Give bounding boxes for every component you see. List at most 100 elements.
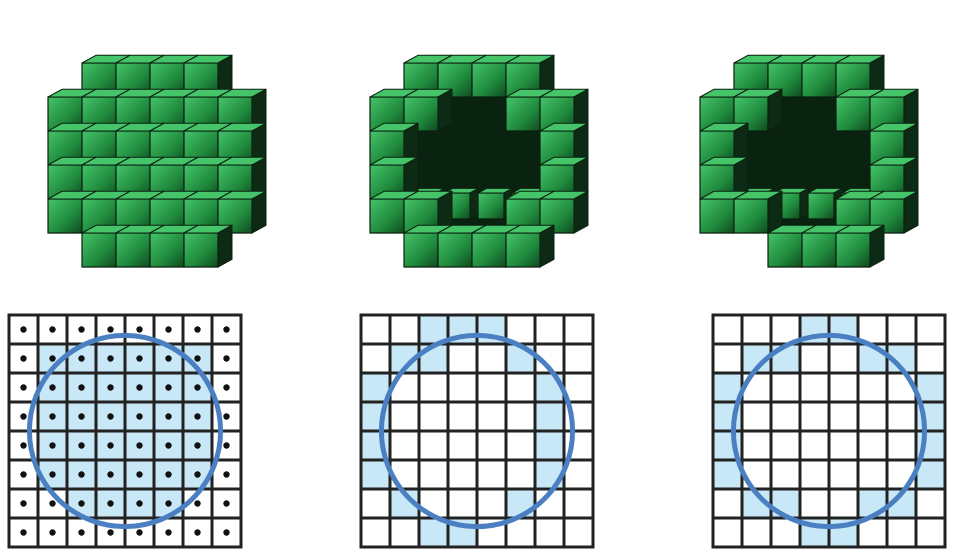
sample-dot	[107, 355, 114, 362]
voxel-cube	[539, 156, 589, 200]
sample-dot	[223, 384, 230, 391]
sample-dot	[194, 442, 201, 449]
grid-cell	[504, 371, 537, 404]
sample-dot	[136, 500, 143, 507]
grid-cell	[827, 400, 860, 433]
grid-cell	[769, 400, 802, 433]
grid-cell	[388, 429, 421, 462]
sample-dot	[49, 413, 56, 420]
voxel-thick-shell-svg	[699, 54, 919, 268]
grid-cell	[885, 313, 918, 346]
grid-cell	[827, 371, 860, 404]
sample-dot	[223, 326, 230, 333]
grid-diagram-thin-shell	[359, 313, 595, 549]
sample-dot	[78, 442, 85, 449]
voxel-cube	[699, 156, 749, 200]
grid-cell	[562, 342, 595, 375]
sample-dot	[49, 529, 56, 536]
grid-cell	[914, 342, 947, 375]
sample-dot	[49, 471, 56, 478]
grid-cell	[417, 371, 450, 404]
grid-cell	[769, 458, 802, 491]
grid-cell	[740, 516, 773, 549]
grid-cell	[827, 458, 860, 491]
sample-dot	[107, 413, 114, 420]
sample-dot	[136, 413, 143, 420]
voxel-render-thin-shell	[330, 8, 640, 278]
sample-dot	[78, 413, 85, 420]
grid-cell	[533, 400, 566, 433]
grid-cell	[475, 371, 508, 404]
grid-cell	[711, 516, 744, 549]
sample-dot	[107, 384, 114, 391]
grid-cell	[914, 516, 947, 549]
grid-cell	[533, 516, 566, 549]
voxel-render-solid	[8, 8, 318, 278]
sample-dot	[165, 500, 172, 507]
circle-outline	[378, 332, 576, 530]
sample-dot	[194, 384, 201, 391]
grid-cell	[798, 429, 831, 462]
grid-cell	[359, 342, 392, 375]
grid-cell	[388, 400, 421, 433]
grid-cell	[740, 313, 773, 346]
sample-dot	[107, 326, 114, 333]
grid-cell	[885, 429, 918, 462]
sample-dot	[223, 471, 230, 478]
grid-cell	[914, 487, 947, 520]
sample-dot	[49, 326, 56, 333]
circle-outline	[730, 332, 928, 530]
sample-dot	[78, 529, 85, 536]
grid-cell	[856, 371, 889, 404]
grid-cell	[475, 400, 508, 433]
sample-dot	[107, 471, 114, 478]
grid-solid-svg	[7, 313, 243, 549]
voxel-cube	[539, 122, 589, 166]
voxel-cube	[403, 190, 453, 234]
grid-cell	[504, 400, 537, 433]
grid-cell	[711, 342, 744, 375]
grid-cell	[914, 313, 947, 346]
grid-cell	[856, 458, 889, 491]
grid-cell	[562, 313, 595, 346]
sample-dot	[194, 471, 201, 478]
sample-dot	[165, 384, 172, 391]
grid-cell	[417, 429, 450, 462]
grid-cell	[446, 487, 479, 520]
voxel-cube	[733, 88, 783, 132]
grid-cell	[533, 313, 566, 346]
voxel-cube	[183, 224, 233, 268]
sample-dot	[136, 442, 143, 449]
grid-cell	[856, 400, 889, 433]
sample-dot	[165, 326, 172, 333]
grid-cell	[885, 400, 918, 433]
voxel-cube	[539, 190, 589, 234]
grid-cell	[856, 429, 889, 462]
sample-dot	[223, 529, 230, 536]
sample-dot	[20, 500, 27, 507]
grid-cell	[562, 516, 595, 549]
voxel-cube	[369, 122, 419, 166]
sample-dot	[78, 326, 85, 333]
grid-cell	[562, 487, 595, 520]
sample-dot	[194, 326, 201, 333]
sample-dot	[20, 384, 27, 391]
grid-cell	[475, 429, 508, 462]
grid-cell	[210, 313, 243, 346]
grid-cell	[827, 342, 860, 375]
grid-thin-shell-svg	[359, 313, 595, 549]
voxel-cube	[505, 224, 555, 268]
voxel-render-thick-shell	[660, 8, 953, 278]
grid-cell	[446, 342, 479, 375]
sample-dot	[107, 529, 114, 536]
grid-cell	[504, 458, 537, 491]
sample-dot	[49, 355, 56, 362]
sample-dot	[20, 326, 27, 333]
grid-cell	[798, 342, 831, 375]
sample-dot	[78, 471, 85, 478]
grid-cell	[446, 458, 479, 491]
sample-dot	[194, 529, 201, 536]
grid-cell	[504, 429, 537, 462]
grid-cell	[769, 429, 802, 462]
sample-dot	[165, 355, 172, 362]
